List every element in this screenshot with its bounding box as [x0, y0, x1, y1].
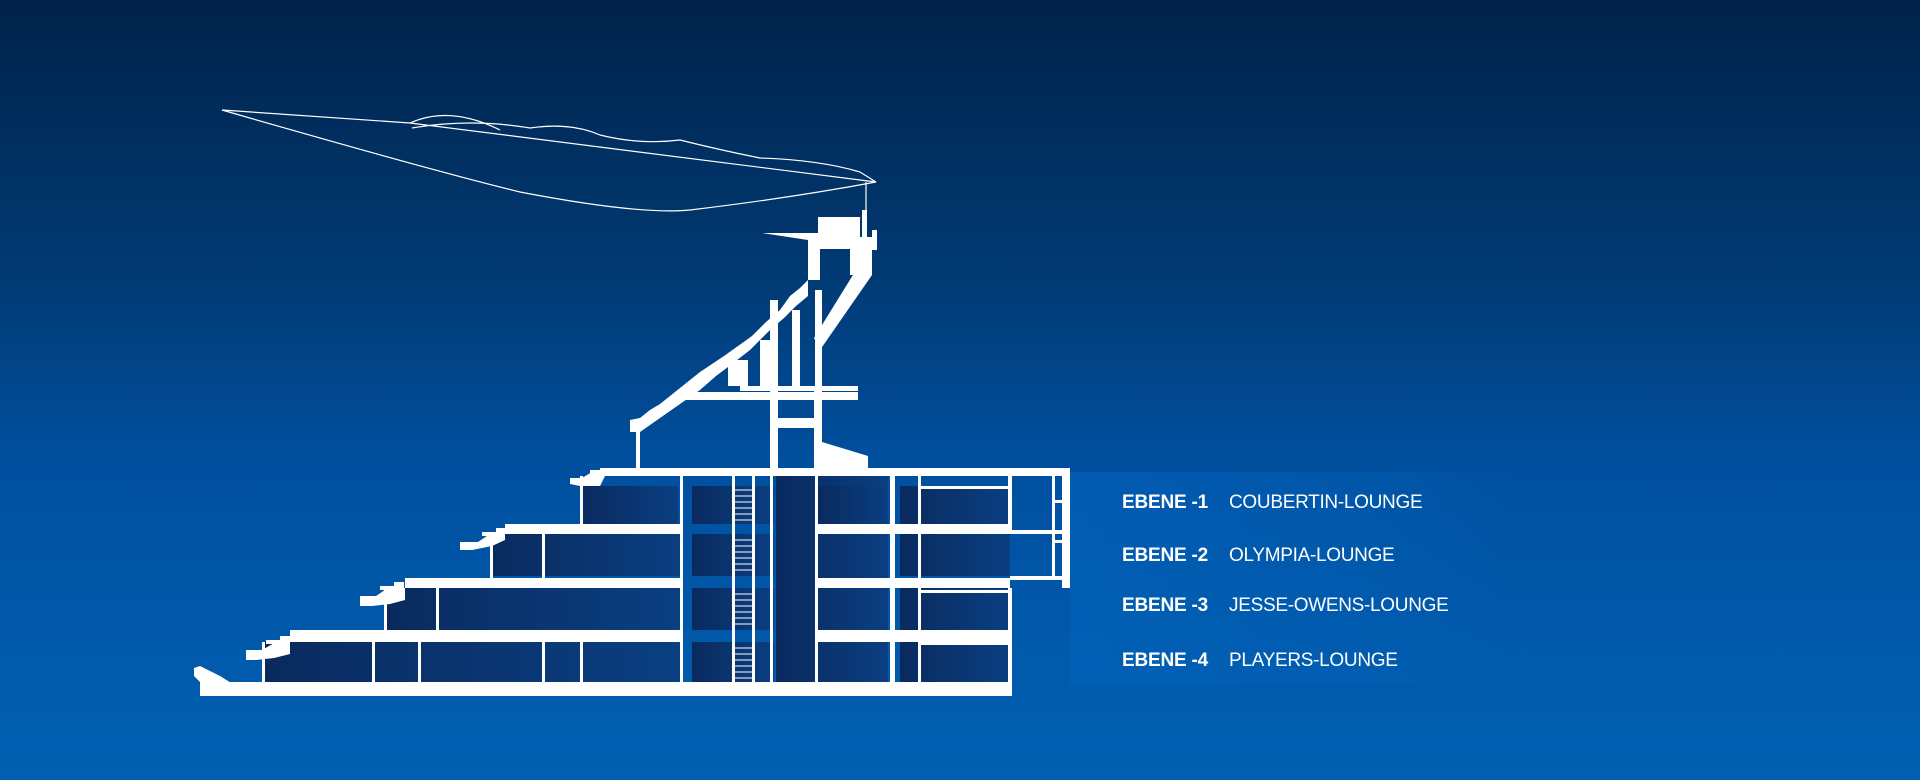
level-label: EBENE -4	[1122, 650, 1209, 671]
legend-row-level-3: EBENE -3 JESSE-OWENS-LOUNGE	[1122, 593, 1449, 619]
level-label: EBENE -1	[1122, 492, 1209, 513]
lounge-name: COUBERTIN-LOUNGE	[1229, 492, 1423, 513]
lounge-name: PLAYERS-LOUNGE	[1229, 650, 1398, 671]
legend-row-level-2: EBENE -2 OLYMPIA-LOUNGE	[1122, 543, 1395, 569]
lounge-name: JESSE-OWENS-LOUNGE	[1229, 595, 1449, 616]
legend-row-level-4: EBENE -4 PLAYERS-LOUNGE	[1122, 648, 1398, 674]
legend-band	[1070, 472, 1510, 684]
stair-shaft	[735, 489, 752, 679]
lounge-name: OLYMPIA-LOUNGE	[1229, 545, 1395, 566]
level-legend: EBENE -1 COUBERTIN-LOUNGE EBENE -2 OLYMP…	[1122, 490, 1462, 680]
main-structure	[194, 468, 1070, 696]
upper-tower	[630, 210, 877, 472]
legend-row-level-1: EBENE -1 COUBERTIN-LOUNGE	[1122, 490, 1423, 516]
roof-canopy	[221, 109, 877, 225]
level-label: EBENE -2	[1122, 545, 1209, 566]
level-label: EBENE -3	[1122, 595, 1209, 616]
